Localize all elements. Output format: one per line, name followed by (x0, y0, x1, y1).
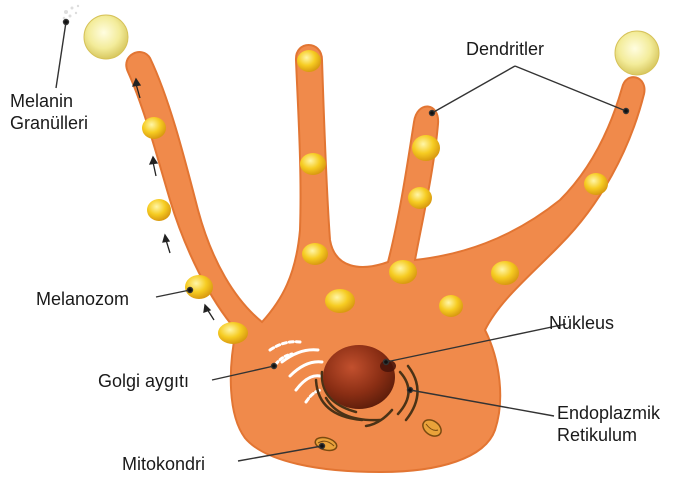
label-mitochondria: Mitokondri (122, 453, 205, 475)
label-golgi: Golgi aygıtı (98, 370, 189, 392)
label-dendrites: Dendritler (466, 38, 544, 60)
melanin-dust (63, 5, 80, 20)
melanin-ball-right (615, 31, 659, 75)
label-nucleus: Nükleus (549, 312, 614, 334)
label-melanin-line2: Granülleri (10, 112, 88, 134)
label-melanin-granules: Melanin Granülleri (10, 90, 88, 134)
label-melanosome: Melanozom (36, 288, 129, 310)
label-er-line1: Endoplazmik (557, 402, 660, 424)
label-melanin-line1: Melanin (10, 90, 88, 112)
melanin-ball-left (84, 15, 128, 59)
label-er-line2: Retikulum (557, 424, 660, 446)
label-endoplasmic-reticulum: Endoplazmik Retikulum (557, 402, 660, 446)
